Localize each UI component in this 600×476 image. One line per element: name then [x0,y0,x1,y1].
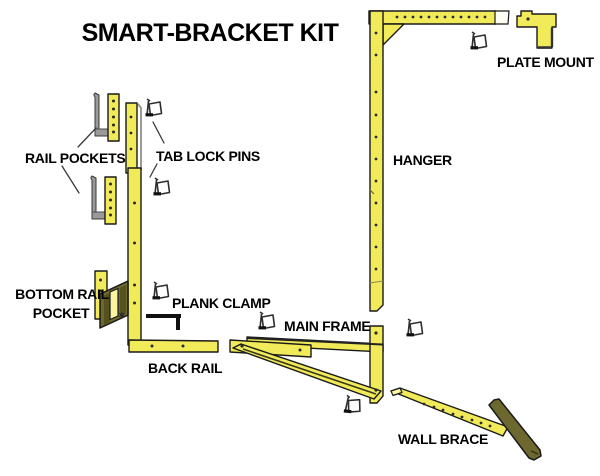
rail-pocket-bottom [90,175,117,225]
label-back-rail: BACK RAIL [148,360,223,376]
page-title: SMART-BRACKET KIT [82,19,339,47]
bottom-rail-pocket-part [94,270,129,329]
label-tab-lock-pins: TAB LOCK PINS [156,148,260,164]
tab-lock-pin-icon-7 [342,393,364,415]
tab-lock-pin-icon-1 [143,97,164,118]
tab-lock-pin-icon-3 [468,30,489,51]
label-rail-pockets: RAIL POCKETS [25,150,125,166]
leader-lines [61,121,165,194]
back-rail-part [125,102,219,353]
tab-lock-pin-icon-5 [256,310,277,331]
wall-brace-part [390,387,542,461]
hanger-part [368,10,510,312]
tab-lock-pin-icon-2 [151,176,172,197]
label-bottom-rail-pocket-line1: BOTTOM RAIL [15,286,109,302]
tab-lock-pin-icon-4 [150,280,171,301]
label-wall-brace: WALL BRACE [398,431,488,447]
plank-clamp-icon [146,314,181,330]
rail-pocket-top [93,92,120,142]
plate-mount-part [516,10,557,49]
label-plank-clamp: PLANK CLAMP [172,295,271,311]
label-main-frame: MAIN FRAME [284,318,370,334]
label-hanger: HANGER [393,152,452,168]
main-frame-part [229,325,384,404]
label-bottom-rail-pocket-line2: POCKET [33,305,90,321]
label-plate-mount: PLATE MOUNT [497,54,595,70]
tab-lock-pin-icon-6 [404,317,425,338]
